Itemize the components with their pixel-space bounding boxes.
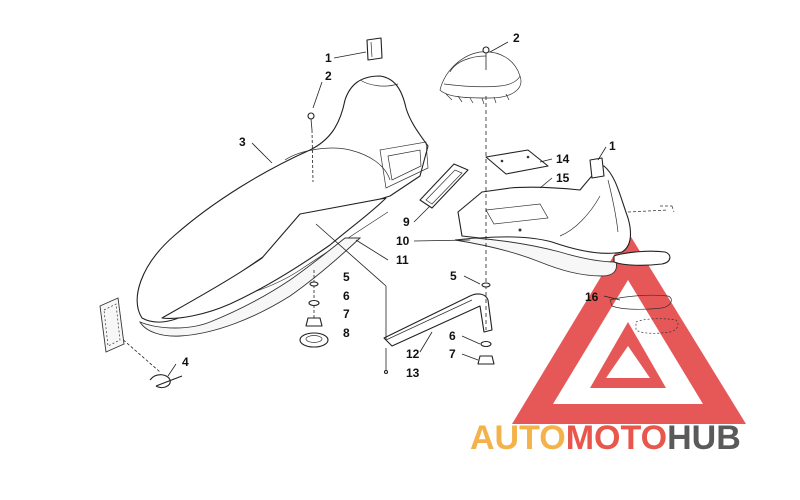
callout-labels: 1 2 3 2 14 15 1 9 10 11 5 6 7 8 5 16 12 … — [182, 31, 616, 380]
pin-part — [383, 348, 389, 375]
callout-12: 12 — [406, 347, 420, 361]
bracket-part — [383, 293, 493, 347]
watermark-text: AUTOMOTOHUB — [470, 419, 741, 457]
clip-part-1a — [366, 37, 383, 61]
plate-part-14 — [485, 149, 549, 175]
frame-tube-part — [439, 51, 522, 105]
hitch-clip-part — [149, 374, 183, 389]
callout-14: 14 — [556, 152, 570, 166]
callout-6-right: 6 — [449, 329, 456, 343]
callout-8: 8 — [343, 326, 350, 340]
callout-11: 11 — [396, 253, 409, 267]
side-panel-part — [99, 297, 125, 353]
callout-7-left: 7 — [343, 307, 350, 321]
callout-7-right: 7 — [449, 347, 456, 361]
callout-5-right: 5 — [450, 269, 457, 283]
clip-part-1b — [589, 157, 605, 179]
hardware-stack-right — [477, 282, 495, 365]
tail-section-part — [454, 165, 632, 277]
callout-4: 4 — [182, 355, 189, 369]
callout-2-left: 2 — [325, 69, 332, 83]
callout-5-left: 5 — [343, 270, 350, 284]
callout-9: 9 — [403, 215, 410, 229]
callout-3: 3 — [239, 135, 246, 149]
callout-16: 16 — [585, 290, 599, 304]
watermark-logo — [512, 232, 746, 424]
screw-part-2b — [482, 46, 490, 70]
watermark-text-auto: AUTO — [470, 419, 566, 457]
callout-10: 10 — [396, 234, 410, 248]
callout-6-left: 6 — [343, 289, 350, 303]
callout-leaders — [167, 41, 621, 377]
callout-15: 15 — [556, 171, 570, 185]
trim-ring-part — [419, 163, 469, 209]
callout-13: 13 — [406, 366, 420, 380]
callout-1-right: 1 — [609, 139, 616, 153]
screw-part-2a — [307, 112, 315, 183]
seat-cowl-part — [136, 75, 429, 337]
hardware-stack-left — [299, 281, 329, 348]
callout-2-right: 2 — [513, 31, 520, 45]
watermark-text-moto: MOTO — [566, 419, 667, 457]
watermark-text-hub: HUB — [667, 419, 741, 457]
under-tray-part — [161, 197, 387, 319]
callout-1-top-left: 1 — [325, 51, 332, 65]
reflector-part — [609, 205, 679, 334]
